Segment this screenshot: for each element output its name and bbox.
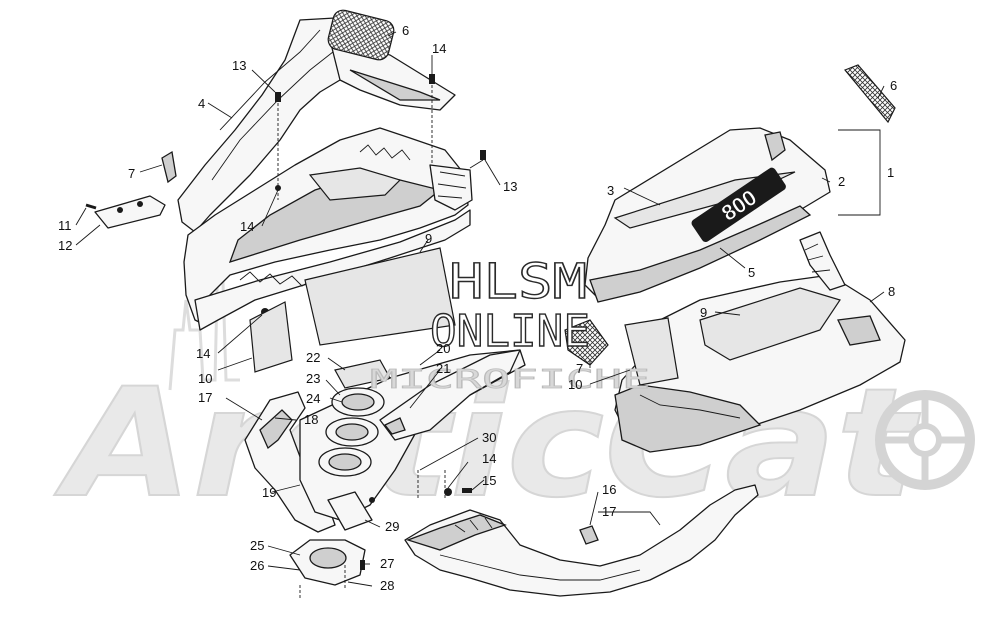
callout-7-right: 7 [576, 361, 583, 376]
callout-26: 26 [250, 558, 264, 573]
callout-12: 12 [58, 238, 72, 253]
callout-13-right: 13 [503, 179, 517, 194]
hood-clip-left [161, 150, 177, 184]
air-box-cover [379, 349, 521, 441]
callout-10-right: 10 [568, 377, 582, 392]
callout-25: 25 [250, 538, 264, 553]
callout-7-left: 7 [128, 166, 135, 181]
panel-vent [837, 315, 881, 346]
callout-22: 22 [306, 350, 320, 365]
callout-6-right: 6 [890, 78, 897, 93]
mounting-bracket [94, 195, 166, 229]
callout-14-top: 14 [432, 41, 446, 56]
callout-6-top: 6 [402, 23, 409, 38]
callout-14-mid: 14 [240, 219, 254, 234]
callout-3: 3 [607, 183, 614, 198]
callout-9-right: 9 [700, 305, 707, 320]
hood-shell-shadow [589, 205, 812, 303]
callout-24: 24 [306, 391, 320, 406]
wheel-graphic [875, 390, 975, 490]
right-insulation-pad [699, 287, 841, 361]
callout-11: 11 [58, 218, 72, 233]
hood-bezel-lower [194, 209, 471, 331]
callout-5: 5 [748, 265, 755, 280]
callout-leaders [75, 31, 885, 587]
callout-20: 20 [436, 341, 450, 356]
callout-28: 28 [380, 578, 394, 593]
side-vent-screen [564, 319, 609, 366]
intake-seal-pad [334, 359, 391, 389]
callout-13-left: 13 [232, 58, 246, 73]
hood-top-assembly: 800 [564, 64, 906, 453]
dash-rear-panel [329, 39, 456, 111]
callout-29: 29 [385, 519, 399, 534]
watermark-line-1: HLSM [449, 254, 587, 310]
left-insulation-pad [304, 247, 456, 346]
right-foam-block [624, 317, 679, 386]
callout-30: 30 [482, 430, 496, 445]
callout-16: 16 [602, 482, 616, 497]
callout-14-lower: 14 [196, 346, 210, 361]
watermark-line-3: MICROFICHE [370, 365, 650, 395]
callout-9-left: 9 [425, 231, 432, 246]
hood-frame-assembly [85, 9, 486, 373]
callout-17-right: 17 [602, 504, 616, 519]
callout-19: 19 [262, 485, 276, 500]
callout-27: 27 [380, 556, 394, 571]
callout-2: 2 [838, 174, 845, 189]
upper-vent-screen [327, 9, 395, 61]
callout-8: 8 [888, 284, 895, 299]
left-foam-block [249, 301, 293, 373]
callout-21: 21 [436, 361, 450, 376]
callout-23: 23 [306, 371, 320, 386]
callout-14-bottom: 14 [482, 451, 496, 466]
air-intake-assembly [244, 349, 526, 600]
callout-15: 15 [482, 473, 496, 488]
hood-vent-screen [844, 64, 896, 124]
callout-labels: 1 2 3 4 5 6 6 7 7 8 9 9 10 10 11 12 13 1… [58, 23, 897, 593]
callout-10-left: 10 [198, 371, 212, 386]
callout-1: 1 [887, 165, 894, 180]
watermark-line-2: ONLINE [430, 306, 590, 357]
lower-pan-assembly [404, 484, 759, 597]
callout-18: 18 [304, 412, 318, 427]
hlsm-watermark: HLSM ONLINE MICROFICHE [370, 253, 651, 395]
callout-17-left: 17 [198, 390, 212, 405]
callout-4: 4 [198, 96, 205, 111]
